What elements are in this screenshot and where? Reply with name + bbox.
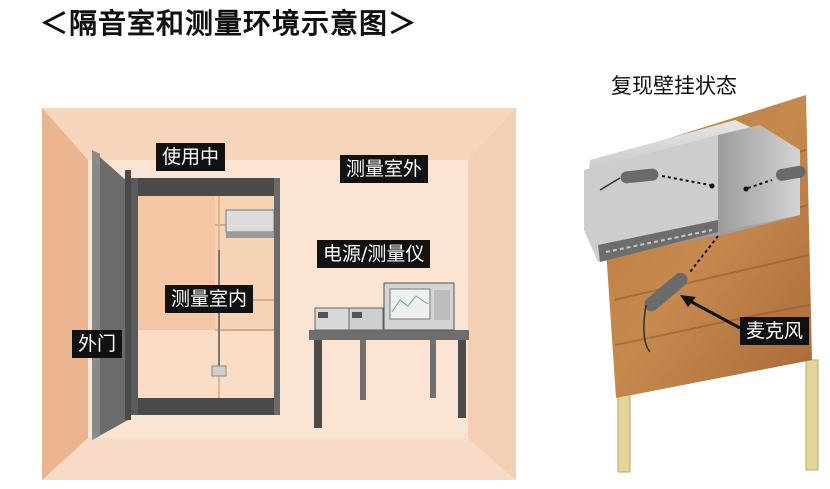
- label-outer-door: 外门: [72, 330, 123, 358]
- label-inside-room: 测量室内: [165, 285, 254, 313]
- diagram-title: ＜隔音室和测量环境示意图＞: [40, 7, 418, 40]
- label-microphone: 麦克风: [740, 317, 810, 345]
- soundproof-chamber: [92, 150, 280, 440]
- wall-mount-rig: [584, 95, 819, 473]
- instrument-table: [309, 282, 469, 428]
- wall-mount-caption: 复现壁挂状态: [611, 74, 737, 98]
- label-outside-room: 测量室外: [340, 155, 429, 183]
- label-in-use: 使用中: [156, 143, 226, 171]
- label-power-instrument: 电源/测量仪: [317, 240, 431, 268]
